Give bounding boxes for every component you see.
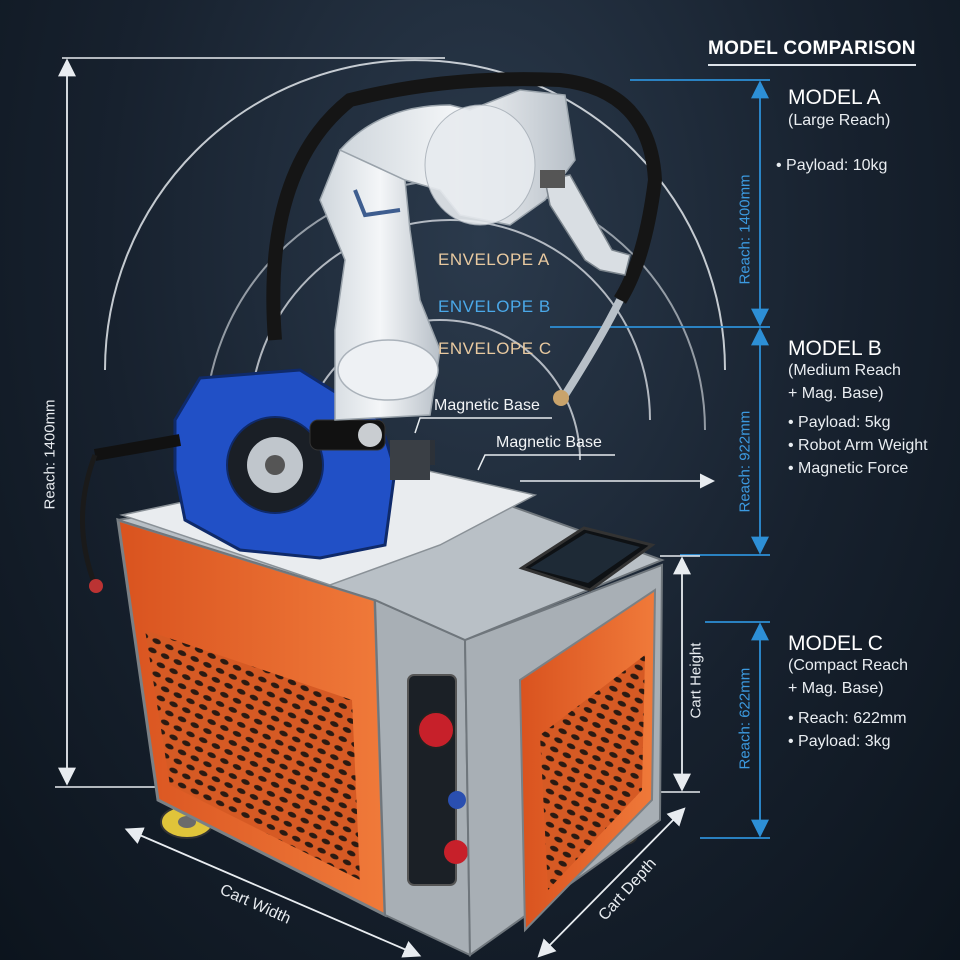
robot-arm bbox=[319, 89, 631, 480]
model-a-subtitle: (Large Reach) bbox=[788, 112, 891, 129]
callout-leaders bbox=[414, 417, 715, 489]
reach-a-label: Reach: 1400mm bbox=[736, 174, 754, 285]
magnetic-base-callout-2: Magnetic Base bbox=[496, 434, 602, 451]
model-b-bullet-1: • Payload: 5kg bbox=[788, 414, 891, 431]
envelope-b-label: ENVELOPE B bbox=[438, 297, 551, 316]
torch-hose bbox=[266, 72, 663, 406]
model-c-bullet-1: • Reach: 622mm bbox=[788, 710, 907, 727]
model-b-magnetic-force: Magnetic Force bbox=[798, 460, 909, 477]
model-c-reach: Reach: 622mm bbox=[798, 710, 907, 727]
cart-height-label: Cart Height bbox=[687, 642, 705, 719]
model-c-subtitle-2: + Mag. Base) bbox=[788, 680, 884, 697]
envelope-c-label: ENVELOPE C bbox=[438, 339, 552, 358]
reach-b-label: Reach: 922mm bbox=[736, 410, 754, 513]
overall-reach-label: Reach: 1400mm bbox=[41, 399, 59, 510]
envelope-a-label: ENVELOPE A bbox=[438, 250, 550, 269]
model-c-bullet-2: • Payload: 3kg bbox=[788, 733, 891, 750]
model-a-bullet-1: • Payload: 10kg bbox=[776, 157, 888, 174]
cart-height-dimension bbox=[660, 555, 700, 793]
model-a-title: MODEL A bbox=[788, 86, 881, 109]
model-c-subtitle-1: (Compact Reach bbox=[788, 657, 909, 674]
cart-footprint-dimensions bbox=[124, 807, 686, 958]
model-a-payload: Payload: 10kg bbox=[786, 157, 888, 174]
page-title: MODEL COMPARISON bbox=[708, 38, 916, 66]
model-b-bullet-3: • Magnetic Force bbox=[788, 460, 909, 477]
welding-cart bbox=[116, 459, 665, 957]
envelope-a-arc bbox=[104, 59, 726, 371]
model-c-title: MODEL C bbox=[788, 632, 883, 655]
model-b-bullet-2: • Robot Arm Weight bbox=[788, 437, 928, 454]
model-b-payload: Payload: 5kg bbox=[798, 414, 891, 431]
model-b-subtitle-1: (Medium Reach bbox=[788, 362, 901, 379]
model-b-subtitle-2: + Mag. Base) bbox=[788, 385, 884, 402]
model-b-title: MODEL B bbox=[788, 337, 882, 360]
model-b-arm-weight: Robot Arm Weight bbox=[798, 437, 928, 454]
overall-reach-dimension bbox=[55, 57, 445, 788]
model-c-payload: Payload: 3kg bbox=[798, 733, 891, 750]
model-reach-dimensions bbox=[550, 79, 770, 839]
magnetic-base-callout-1: Magnetic Base bbox=[434, 397, 540, 414]
reach-c-label: Reach: 622mm bbox=[736, 667, 754, 770]
